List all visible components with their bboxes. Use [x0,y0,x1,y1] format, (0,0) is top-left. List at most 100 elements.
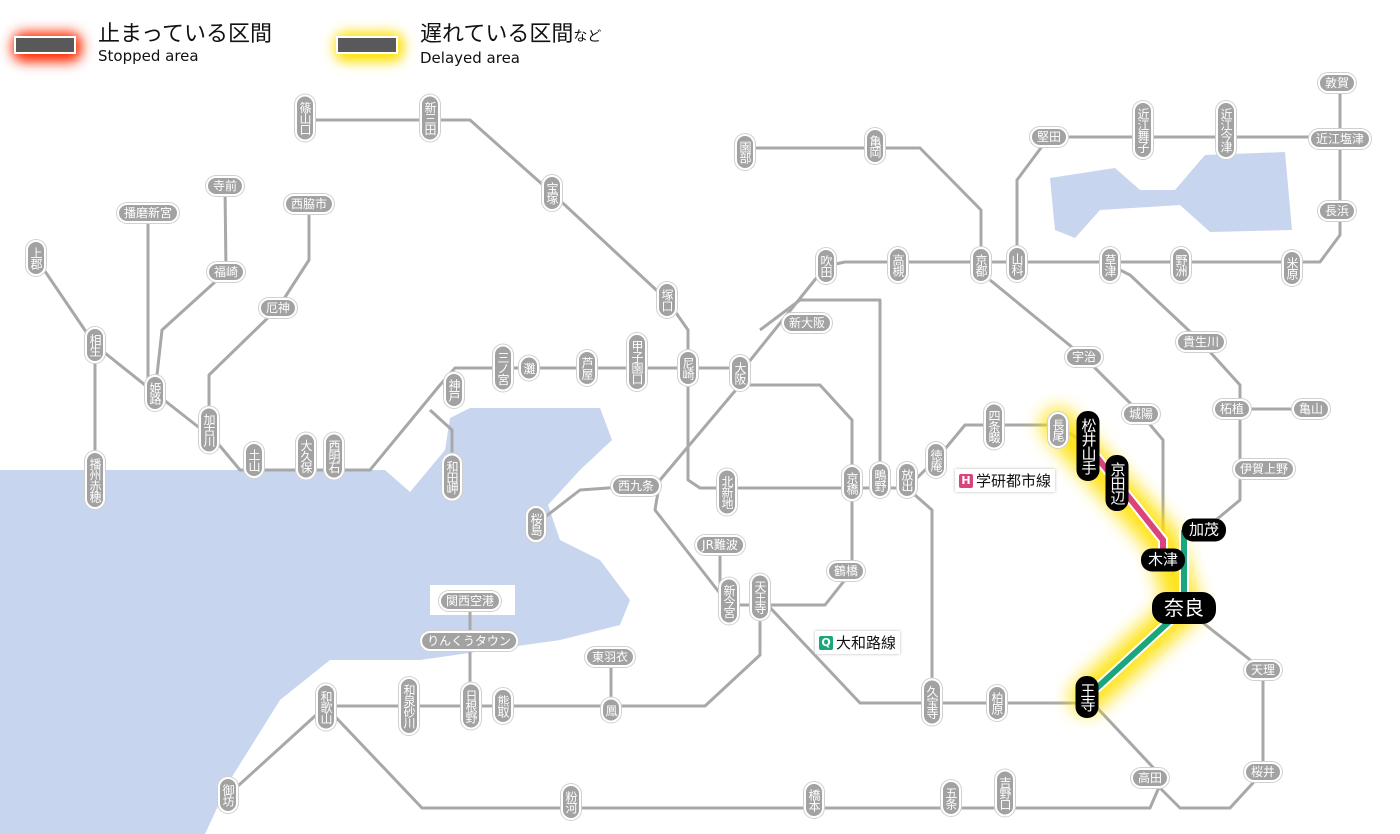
station-normal[interactable]: 京都 [971,247,991,283]
station-normal[interactable]: 東羽衣 [584,647,636,667]
track-line [906,486,934,702]
station-normal[interactable]: 放出 [897,462,917,498]
legend-stopped: 止まっている区間 Stopped area [0,22,272,64]
station-normal[interactable]: 高槻 [888,247,908,283]
station-normal[interactable]: りんくうタウン [420,631,518,651]
station-normal[interactable]: 宇治 [1064,347,1104,367]
station-normal[interactable]: 四条畷 [984,402,1004,450]
station-normal[interactable]: 日根野 [461,682,481,730]
station-normal[interactable]: 亀岡 [865,128,885,164]
track-line [1109,263,1242,532]
station-normal[interactable]: 近江舞子 [1133,101,1153,159]
station-normal[interactable]: 桜井 [1243,762,1283,782]
station-normal[interactable]: 播磨新宮 [116,203,180,223]
track-line [759,298,882,488]
station-normal[interactable]: 草津 [1100,247,1120,283]
line-label-gakken[interactable]: H 学研都市線 [955,469,1056,492]
station-normal[interactable]: 和泉砂川 [399,677,419,735]
station-normal[interactable]: 天王寺 [750,573,770,621]
legend-delayed: 遅れている区間など Delayed area [322,22,601,66]
station-normal[interactable]: 厄神 [258,298,298,318]
station-normal[interactable]: 亀山 [1291,399,1331,419]
station-normal[interactable]: 近江今津 [1216,101,1236,159]
tracks [34,83,1342,810]
station-normal[interactable]: 天理 [1243,660,1283,680]
station-normal[interactable]: 橋本 [804,782,824,818]
station-normal[interactable]: 高田 [1130,768,1170,788]
station-normal[interactable]: 柏原 [987,685,1007,721]
station-affected[interactable]: 王寺 [1075,676,1099,718]
station-normal[interactable]: 山科 [1007,246,1027,282]
station-normal[interactable]: 宝塚 [542,175,562,211]
station-normal[interactable]: 芦屋 [577,350,597,386]
station-normal[interactable]: 吹田 [816,248,836,284]
station-normal[interactable]: 新大阪 [781,313,833,333]
station-normal[interactable]: 近江塩津 [1308,129,1372,149]
station-normal[interactable]: 北新地 [717,468,737,516]
station-normal[interactable]: 福崎 [206,262,246,282]
stopped-swatch [14,36,76,54]
station-normal[interactable]: 米原 [1282,250,1302,286]
station-normal[interactable]: 姫路 [145,375,165,411]
station-normal[interactable]: 西九条 [610,476,662,496]
station-normal[interactable]: 園部 [735,134,755,170]
station-normal[interactable]: 尼崎 [678,350,698,386]
line-label-yamatoji[interactable]: Q 大和路線 [815,631,901,654]
station-normal[interactable]: 五条 [941,780,961,816]
station-normal[interactable]: 堅田 [1029,127,1069,147]
station-normal[interactable]: 塚口 [657,282,677,318]
station-normal[interactable]: 鶴橋 [826,561,866,581]
track-line [207,204,311,430]
station-normal[interactable]: 大久保 [296,432,316,480]
station-normal[interactable]: 粉河 [561,784,581,820]
station-affected[interactable]: 京田辺 [1105,455,1129,511]
station-normal[interactable]: 大阪 [730,355,750,391]
station-affected[interactable]: 加茂 [1181,518,1227,542]
station-normal[interactable]: JR難波 [695,535,745,555]
station-normal[interactable]: 桜島 [526,506,546,542]
station-normal[interactable]: 播州赤穂 [85,451,105,509]
station-normal[interactable]: 新今宮 [719,577,739,625]
station-normal[interactable]: 京橋 [842,465,862,501]
track-line [745,146,983,265]
legend-delayed-suffix: など [573,29,602,45]
station-normal[interactable]: 相生 [85,327,105,363]
station-normal[interactable]: 貴生川 [1175,332,1227,352]
station-normal[interactable]: 和田岬 [442,453,462,501]
line-name: 大和路線 [836,634,897,652]
station-affected[interactable]: 奈良 [1152,592,1216,624]
station-normal[interactable]: 西明石 [324,432,344,480]
station-normal[interactable]: 土山 [244,442,264,478]
station-normal[interactable]: 加古川 [199,406,219,454]
station-normal[interactable]: 城陽 [1121,404,1161,424]
station-normal[interactable]: 篠山口 [295,94,315,142]
station-normal[interactable]: 敦賀 [1317,73,1357,93]
station-normal[interactable]: 神戸 [444,372,464,408]
station-affected[interactable]: 木津 [1140,548,1186,572]
station-normal[interactable]: 上郡 [26,240,46,276]
track-line [226,620,762,797]
station-normal[interactable]: 伊賀上野 [1232,459,1296,479]
station-normal[interactable]: 寺前 [205,176,245,196]
station-normal[interactable]: 三ノ宮 [493,344,513,392]
station-normal[interactable]: 西脇市 [283,194,335,214]
station-normal[interactable]: 和歌山 [316,683,336,731]
station-normal[interactable]: 関西空港 [438,591,502,611]
station-normal[interactable]: 野洲 [1171,247,1191,283]
station-normal[interactable]: 御坊 [218,777,238,813]
station-normal[interactable]: 長尾 [1048,412,1068,448]
station-normal[interactable]: 甲子園口 [627,333,647,391]
legend-stopped-en: Stopped area [98,47,199,65]
station-normal[interactable]: 徳庵 [926,442,946,478]
station-normal[interactable]: 熊取 [493,688,513,724]
station-normal[interactable]: 久宝寺 [922,678,942,726]
station-normal[interactable]: 鳳 [601,697,621,723]
station-normal[interactable]: 鴫野 [870,462,890,498]
station-normal[interactable]: 柘植 [1212,399,1252,419]
track-line [153,185,228,394]
station-normal[interactable]: 灘 [519,355,539,381]
station-normal[interactable]: 新三田 [420,94,440,142]
station-normal[interactable]: 吉野口 [995,769,1015,817]
station-affected[interactable]: 松井山手 [1076,411,1100,481]
station-normal[interactable]: 長浜 [1317,201,1357,221]
